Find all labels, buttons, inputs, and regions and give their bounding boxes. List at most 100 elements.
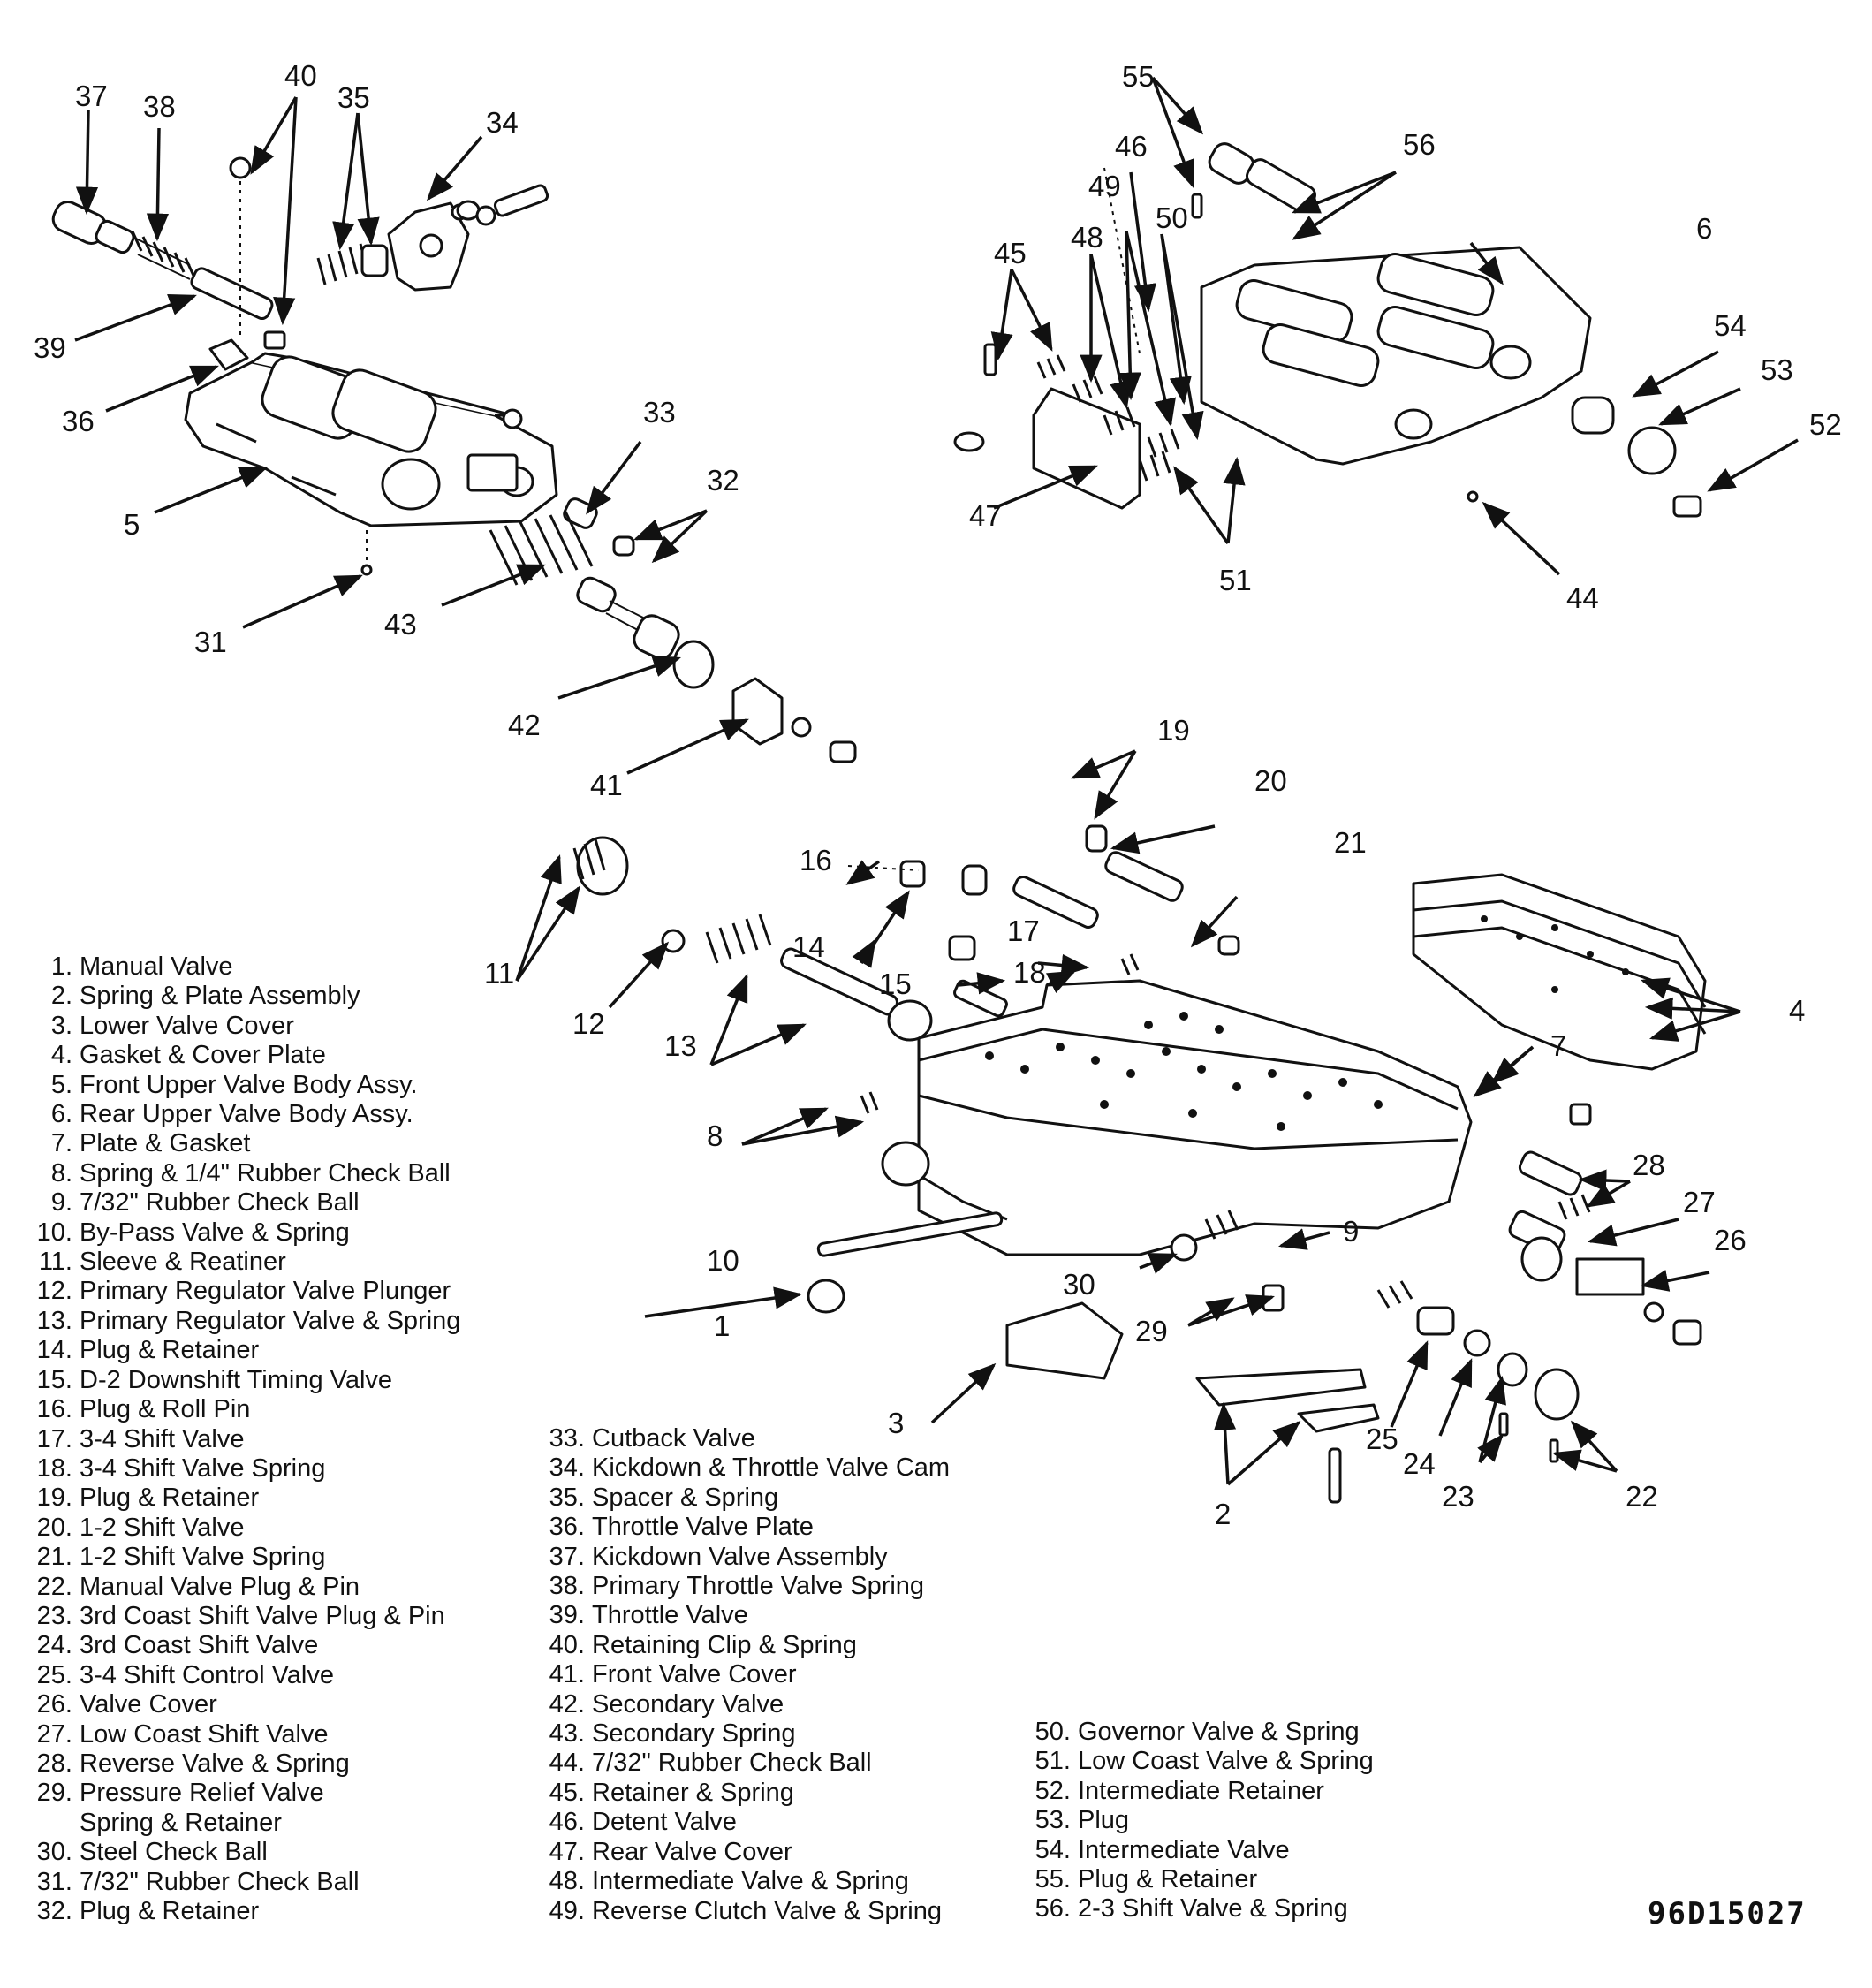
legend-item-label: Retainer & Spring — [592, 1778, 794, 1807]
lower-valve-body — [917, 979, 1473, 1256]
legend-item-number: 26. — [36, 1690, 72, 1719]
legend-item-label: Kickdown & Throttle Valve Cam — [592, 1453, 951, 1483]
legend-item-number: 52. — [1035, 1776, 1071, 1805]
legend-item-label: Governor Valve & Spring — [1078, 1718, 1360, 1746]
callout-21: 21 — [1334, 826, 1367, 859]
cover-bolt — [953, 431, 985, 452]
legend-item: 21.1-2 Shift Valve Spring — [27, 1543, 460, 1572]
legend-item: 15.D-2 Downshift Timing Valve — [27, 1366, 460, 1395]
legend-item: 16.Plug & Roll Pin — [27, 1395, 460, 1424]
callout-11: 11 — [484, 957, 514, 990]
legend-item-number: 2. — [50, 982, 72, 1011]
legend-item: 47.Rear Valve Cover — [539, 1838, 950, 1867]
legend-item-number: 46. — [549, 1808, 585, 1837]
legend-item-number: 28. — [36, 1749, 72, 1778]
legend-item-number: 11. — [38, 1248, 72, 1277]
legend-item-number: 6. — [50, 1100, 72, 1129]
legend-item-label: Cutback Valve — [592, 1424, 755, 1453]
rear-valve-cover — [1032, 387, 1141, 510]
legend-item: 23.3rd Coast Shift Valve Plug & Pin — [27, 1602, 460, 1631]
guide-lines — [239, 167, 1141, 871]
callout-44: 44 — [1566, 581, 1599, 614]
callout-52: 52 — [1809, 408, 1842, 441]
callout-23: 23 — [1442, 1480, 1474, 1513]
legend-item-label: Manual Valve Plug & Pin — [80, 1572, 360, 1601]
callout-34: 34 — [486, 106, 519, 139]
legend-item: 8.Spring & 1/4" Rubber Check Ball — [27, 1159, 460, 1188]
legend-item-number: 42. — [549, 1689, 585, 1719]
kickdown-cam-assembly — [316, 184, 549, 292]
legend-item-label: Front Upper Valve Body Assy. — [80, 1070, 418, 1099]
legend-item-number: 44. — [549, 1749, 585, 1778]
legend-item-number: 7. — [50, 1129, 72, 1158]
callout-33: 33 — [643, 396, 676, 429]
legend-item-number: 45. — [549, 1778, 585, 1807]
legend-item-number: 29. — [36, 1779, 72, 1808]
legend-item: 18. 3-4 Shift Valve Spring — [27, 1454, 460, 1483]
legend-item-number: 43. — [549, 1719, 585, 1749]
legend-item: 48.Intermediate Valve & Spring — [539, 1867, 950, 1896]
callout-37: 37 — [75, 80, 108, 112]
legend-item-number: 23. — [36, 1601, 72, 1630]
legend-item: 52.Intermediate Retainer — [1025, 1777, 1374, 1806]
leader-arrows — [74, 76, 1799, 1486]
legend-item-label: Plug & Retainer — [80, 1897, 260, 1925]
callout-43: 43 — [384, 608, 417, 641]
legend-item: 36.Throttle Valve Plate — [539, 1513, 950, 1542]
callout-4: 4 — [1789, 994, 1805, 1027]
callout-41: 41 — [590, 769, 623, 801]
legend-item-number: 5. — [50, 1070, 72, 1099]
callout-3: 3 — [888, 1407, 904, 1439]
legend-item-label: By-Pass Valve & Spring — [80, 1218, 350, 1247]
legend-item: 51.Low Coast Valve & Spring — [1025, 1747, 1374, 1776]
legend-item: 30.Steel Check Ball — [27, 1838, 460, 1867]
legend-item: 9.7/32" Rubber Check Ball — [27, 1188, 460, 1218]
legend-item: 43.Secondary Spring — [539, 1719, 950, 1749]
legend-item-number: 30. — [36, 1838, 72, 1867]
legend-item-label: 2-3 Shift Valve & Spring — [1078, 1894, 1348, 1924]
legend-item: 56.2-3 Shift Valve & Spring — [1025, 1894, 1374, 1924]
legend-item-label: Plug & Roll Pin — [80, 1395, 251, 1424]
legend-item: 26.Valve Cover — [27, 1690, 460, 1719]
callout-53: 53 — [1761, 353, 1793, 386]
legend-item-number: 54. — [1035, 1835, 1071, 1864]
callout-54: 54 — [1714, 309, 1747, 342]
legend-item-number: 49. — [549, 1896, 585, 1925]
legend-item-number: 27. — [36, 1719, 72, 1749]
legend-item: 4.Gasket & Cover Plate — [27, 1041, 460, 1070]
legend-item-label: Spacer & Spring — [592, 1483, 779, 1512]
legend-item-label: Detent Valve — [592, 1808, 737, 1837]
callout-46: 46 — [1115, 130, 1148, 163]
legend-item-label: Sleeve & Reatiner — [80, 1248, 286, 1277]
legend-item-number: 18. — [36, 1453, 72, 1483]
legend-item-number: 24. — [36, 1631, 72, 1660]
legend-item: 33.Cutback Valve — [539, 1424, 950, 1453]
callout-1: 1 — [714, 1309, 730, 1342]
legend-item-number: 22. — [36, 1572, 72, 1601]
callout-36: 36 — [62, 405, 95, 437]
callout-28: 28 — [1633, 1149, 1665, 1181]
legend-item-label: Plug & Retainer — [80, 1336, 260, 1365]
callout-27: 27 — [1683, 1186, 1716, 1218]
legend-item-number: 1. — [50, 952, 72, 981]
legend-item-number: 40. — [549, 1630, 585, 1659]
legend-item-label: Plug — [1078, 1806, 1130, 1835]
legend-item-number: 8. — [50, 1158, 72, 1187]
legend-item-number: 9. — [50, 1188, 72, 1218]
front-valve-cover — [731, 677, 857, 763]
legend-item-number: 15. — [36, 1365, 72, 1394]
callout-38: 38 — [143, 90, 176, 123]
callout-51: 51 — [1219, 564, 1252, 596]
callout-48: 48 — [1071, 221, 1103, 254]
legend-item-label: 3-4 Shift Valve Spring — [80, 1453, 326, 1483]
legend-item: 10. By-Pass Valve & Spring — [27, 1218, 460, 1248]
legend-item-label: Plate & Gasket — [80, 1129, 251, 1158]
legend-item-number: 51. — [1035, 1747, 1071, 1776]
front-upper-valve-body — [184, 352, 558, 527]
callout-5: 5 — [124, 508, 140, 541]
legend-item-number: 10. — [36, 1218, 72, 1247]
callout-47: 47 — [969, 499, 1002, 532]
legend-item-label: 7/32" Rubber Check Ball — [80, 1867, 360, 1896]
